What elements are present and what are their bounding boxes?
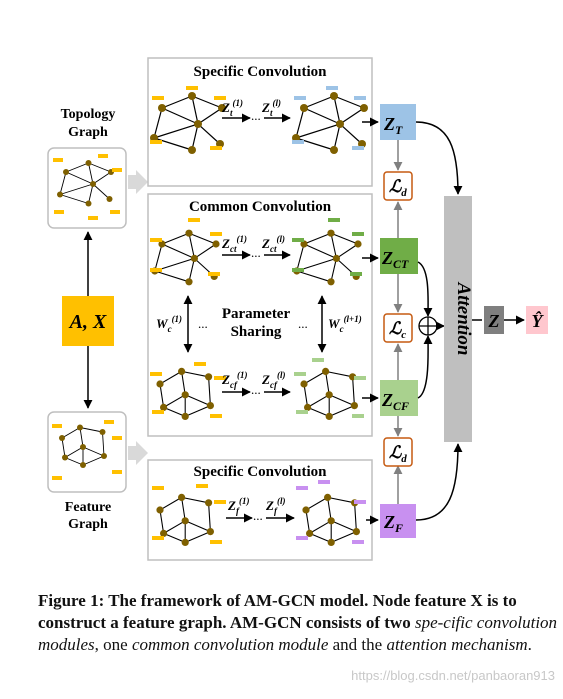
zcf-embedding: ZCF xyxy=(380,380,418,416)
attention-label: Attention xyxy=(453,282,474,356)
loss-lc: ℒc xyxy=(383,313,413,343)
ax-label: A, X xyxy=(68,311,107,333)
am-gcn-framework-diagram: Topology Graph Feature Graph A, X Specif… xyxy=(47,57,548,561)
feature-graph-box xyxy=(47,411,127,493)
graph-bottom-left xyxy=(152,484,226,547)
y-output-box xyxy=(526,306,548,334)
sharing-label: Sharing xyxy=(231,324,282,340)
graph-common-ct-left xyxy=(150,218,222,286)
svg-text:ZCT: ZCT xyxy=(381,248,409,271)
oplus-icon xyxy=(418,316,438,336)
svg-text:ZF: ZF xyxy=(383,512,403,535)
zt-embedding: ZT xyxy=(380,104,416,140)
feature-label-2: Graph xyxy=(68,517,108,532)
parameter-label: Parameter xyxy=(222,306,291,322)
svg-text:ℒd: ℒd xyxy=(389,443,407,465)
graph-top-left xyxy=(149,86,227,155)
common-title: Common Convolution xyxy=(189,199,332,215)
ellipsis-cf: ... xyxy=(251,382,261,397)
caption-italic-3: attention mechanism xyxy=(386,635,528,654)
arrow-zcf-plus xyxy=(417,335,433,399)
topology-label-2: Graph xyxy=(68,125,108,140)
caption-italic-2: common convolution module xyxy=(131,635,329,654)
figure-caption: Figure 1: The framework of AM-GCN model.… xyxy=(38,590,558,656)
z-output-box xyxy=(484,306,504,334)
zf-embedding: ZF xyxy=(380,504,416,538)
topology-graph-box xyxy=(47,147,127,229)
loss-ld-bottom: ℒd xyxy=(383,437,413,467)
graph-common-ct-right xyxy=(292,218,364,286)
ellipsis-f: ... xyxy=(253,508,263,523)
caption-italic-1: spe-cific convolution modules xyxy=(38,613,558,654)
attention-block xyxy=(444,196,472,442)
ellipsis-shared-left: ... xyxy=(198,316,208,331)
caption-text-4: . xyxy=(527,635,532,654)
ax-box xyxy=(62,296,114,346)
arrow-zct-plus xyxy=(417,261,433,317)
graph-top-right xyxy=(291,86,369,155)
ellipsis-top: ... xyxy=(251,108,261,123)
svg-text:ℒc: ℒc xyxy=(389,319,406,341)
zct-embedding: ZCT xyxy=(380,238,418,274)
caption-text-2: , one xyxy=(94,635,132,654)
specific-bottom-title: Specific Convolution xyxy=(194,464,328,480)
specific-top-title: Specific Convolution xyxy=(194,64,328,80)
chevron-feature-icon xyxy=(128,441,148,465)
arrow-zt-attention xyxy=(415,121,463,195)
chevron-topology-icon xyxy=(128,170,148,194)
ellipsis-ct: ... xyxy=(251,245,261,260)
loss-ld-top: ℒd xyxy=(383,171,413,201)
svg-text:ℒd: ℒd xyxy=(389,177,407,199)
caption-lead: Figure 1: The framework of AM-GCN model.… xyxy=(38,591,517,632)
arrow-zf-attention xyxy=(415,443,463,521)
caption-text-3: and the xyxy=(328,635,387,654)
feature-label-1: Feature xyxy=(65,500,111,515)
graph-common-cf-left xyxy=(150,362,226,421)
y-output-label: Ŷ xyxy=(532,310,545,331)
svg-text:ZT: ZT xyxy=(383,114,403,137)
watermark: https://blog.csdn.net/panbaoran913 xyxy=(351,668,555,683)
graph-bottom-right xyxy=(296,480,366,547)
svg-text:ZCF: ZCF xyxy=(381,390,409,413)
ellipsis-shared-right: ... xyxy=(298,316,308,331)
z-output-label: Z xyxy=(488,311,500,331)
topology-label-1: Topology xyxy=(61,107,116,122)
graph-common-cf-right xyxy=(294,358,366,421)
